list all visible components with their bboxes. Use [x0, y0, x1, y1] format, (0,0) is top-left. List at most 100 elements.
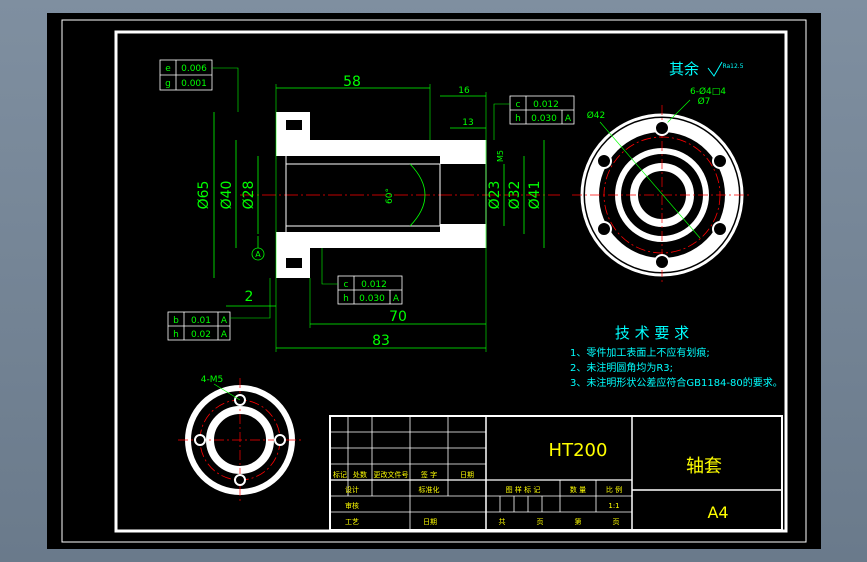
tol1-val-2: 0.001: [181, 79, 207, 89]
tol2-ref-2: A: [565, 114, 572, 124]
label-design: 设计: [345, 485, 359, 494]
tol3-val-2: 0.030: [359, 294, 385, 304]
label-count: 处数: [353, 470, 367, 479]
section-view: A Ø65 Ø40 Ø28 Ø23 Ø32 Ø41 60° M5 58 16 1…: [196, 74, 560, 352]
tol3-val-1: 0.012: [361, 280, 387, 290]
flange-top-hole: [286, 120, 302, 130]
label-quantity: 数 量: [570, 485, 586, 494]
dim-holes: 6-Ø4□4: [690, 86, 726, 97]
dim-58: 58: [343, 74, 361, 90]
technical-requirements: 技 术 要 求 1、零件加工表面上不应有划痕; 2、未注明圆角均为R3; 3、未…: [570, 324, 783, 389]
label-mark: 标记: [333, 470, 347, 479]
label-standardize: 标准化: [419, 485, 440, 494]
dim-angle: 60°: [385, 188, 395, 204]
tolerance-frame-3: c 0.012 h 0.030 A: [321, 248, 403, 305]
tol4-ref-2: A: [221, 330, 228, 340]
tol3-ref-2: A: [393, 294, 400, 304]
dim-threads: 4-M5: [201, 375, 223, 385]
tol4-sym-1: b: [173, 316, 179, 326]
left-hole-3: [234, 474, 246, 486]
dim-32: Ø32: [507, 181, 523, 210]
tolerance-frame-1: e 0.006 g 0.001: [159, 59, 239, 112]
tube-wall-top-inner: [440, 154, 486, 164]
dim-40: Ø40: [219, 181, 235, 210]
dim-2: 2: [245, 289, 254, 305]
tol2-val-2: 0.030: [531, 114, 557, 124]
label-date-2: 日期: [423, 518, 437, 526]
sheet-size-value: A4: [707, 503, 728, 522]
title-block-frame: [329, 415, 783, 531]
end-view-right: Ø42 6-Ø4□4 Ø7 其余 Ra12.5: [572, 60, 752, 285]
tol4-sym-2: h: [173, 330, 179, 340]
requirement-item-2: 2、未注明圆角均为R3;: [570, 361, 673, 374]
dim-16: 16: [458, 86, 470, 96]
end-view-left: 4-M5: [178, 375, 302, 502]
label-sheet-no: 第: [575, 517, 582, 526]
label-date: 日期: [460, 471, 474, 479]
label-stage-mark: 图 样 标 记: [506, 485, 541, 494]
tolerance-frame-4: b 0.01 A h 0.02 A: [167, 278, 271, 341]
flange-bottom-hole: [286, 258, 302, 268]
part-name-value: 轴套: [686, 456, 722, 477]
label-signature: 签 字: [421, 470, 437, 479]
tol1-sym-1: e: [165, 64, 171, 74]
tol2-sym-2: h: [515, 114, 521, 124]
end-hole-6: [596, 153, 612, 169]
drawing-canvas: [47, 13, 821, 549]
end-holes: [596, 120, 728, 270]
roughness-value: Ra12.5: [722, 63, 743, 70]
left-hole-2: [274, 434, 286, 446]
taper-arc: [409, 163, 426, 227]
title-block: [329, 415, 783, 531]
dim-41: Ø41: [527, 181, 543, 210]
label-process: 工艺: [345, 518, 359, 526]
title-block-text: HT200 轴套 A4 1:1 标记 处数 更改文件号 签 字 日期 设计 标准…: [333, 440, 729, 526]
tol3-sym-1: c: [344, 280, 349, 290]
datum-label: A: [255, 250, 261, 259]
requirements-title: 技 术 要 求: [615, 324, 689, 342]
scale-value: 1:1: [608, 502, 619, 510]
dim-83: 83: [372, 333, 390, 349]
roughness-symbol-icon: [707, 61, 723, 77]
dim-42: Ø42: [587, 110, 606, 121]
label-change-doc: 更改文件号: [374, 470, 409, 479]
dim-65: Ø65: [196, 181, 212, 210]
label-review: 审核: [345, 501, 359, 510]
label-ratio: 比 例: [606, 485, 622, 494]
left-hole-4: [194, 434, 206, 446]
label-total: 共: [499, 517, 506, 526]
dim-m5: M5: [496, 150, 505, 162]
left-leader-threads: [213, 383, 241, 401]
datum-circle: [251, 247, 265, 261]
dim-holes-sub: Ø7: [698, 96, 711, 107]
label-sheets-2: 页: [613, 518, 620, 526]
dim-28: Ø28: [241, 181, 257, 210]
end-hole-1: [654, 120, 670, 136]
tol1-val-1: 0.006: [181, 64, 207, 74]
dim-70: 70: [389, 309, 407, 325]
tube-wall-bottom-inner: [440, 224, 486, 234]
tol1-sym-2: g: [165, 79, 171, 89]
requirement-item-3: 3、未注明形状公差应符合GB1184-80的要求。: [570, 376, 783, 389]
tolerance-frame-2: c 0.012 h 0.030 A: [493, 95, 575, 140]
tol4-val-1: 0.01: [191, 316, 211, 326]
end-leader-42: [599, 121, 701, 239]
requirement-item-1: 1、零件加工表面上不应有划痕;: [570, 346, 710, 359]
tol2-sym-1: c: [516, 100, 521, 110]
label-sheets: 页: [537, 518, 544, 526]
end-hole-3: [712, 221, 728, 237]
tol3-sym-2: h: [343, 294, 349, 304]
end-hole-4: [654, 254, 670, 270]
material-value: HT200: [549, 440, 608, 461]
dim-23: Ø23: [487, 181, 503, 210]
dim-13: 13: [462, 118, 473, 128]
tol2-val-1: 0.012: [533, 100, 559, 110]
end-hole-2: [712, 153, 728, 169]
roughness-note: 其余: [669, 60, 699, 78]
tol4-val-2: 0.02: [191, 330, 211, 340]
tol4-ref-1: A: [221, 316, 228, 326]
end-hole-5: [596, 221, 612, 237]
outer-frame: [61, 19, 807, 543]
tube-wall-top: [276, 140, 486, 156]
